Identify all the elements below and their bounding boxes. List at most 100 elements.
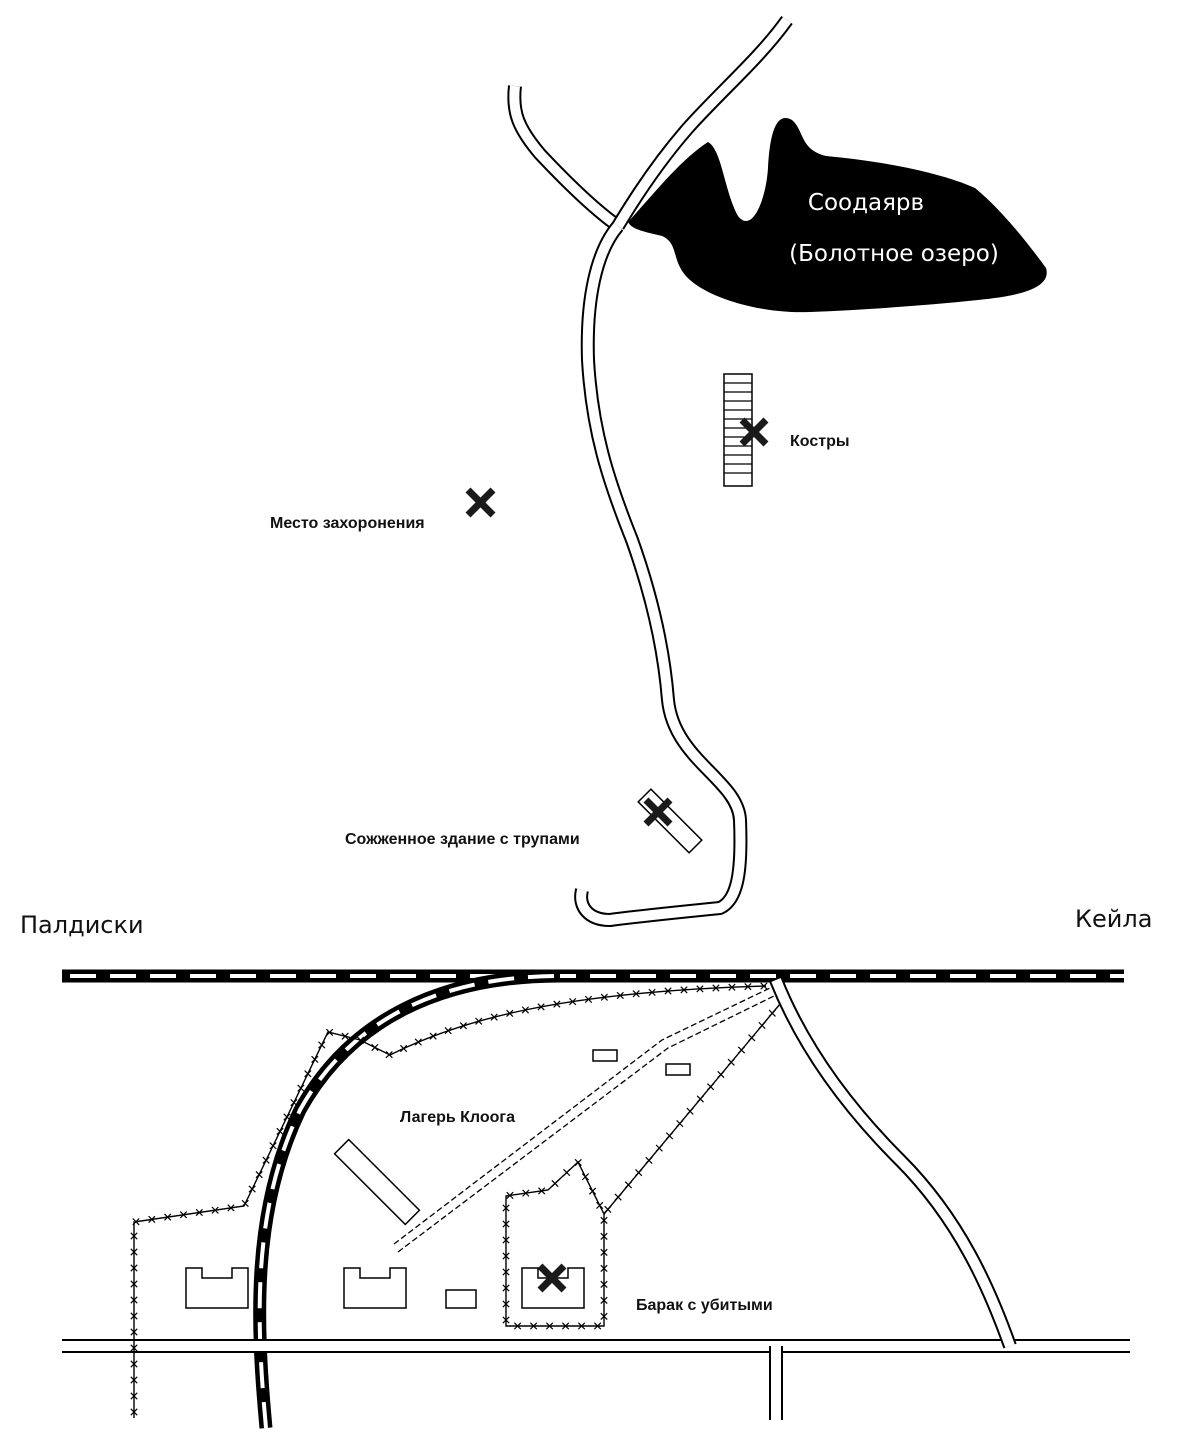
fence-barb [502,1220,510,1228]
burned-building-label: Сожженное здание с трупами [345,831,580,848]
fence-barb [276,1127,284,1136]
fence-barb [696,1095,704,1103]
fence-barb [604,1205,612,1214]
road-south [62,977,1130,1420]
fence-barb [596,1201,604,1210]
fence-barb [680,986,688,994]
fence-barb [665,1132,674,1140]
fence-barb [164,1213,172,1221]
town-paldiski: Палдиски [20,911,144,939]
fence-barb [600,1216,608,1225]
fence-barb [283,1113,291,1121]
fence-barb [600,1312,608,1321]
fence-barb [569,997,577,1006]
fence-barb [648,988,656,996]
road-north [507,15,793,927]
burned-building-cross-x-icon [643,797,673,827]
railway-branch [253,969,561,1429]
camp-path [393,987,775,1253]
fence-barb [227,1204,235,1212]
fence-barb [341,1032,349,1040]
fence-barbs [130,982,776,1416]
fence-barb [132,1218,140,1226]
fence-barb [529,1322,538,1330]
fence-barb [211,1206,219,1214]
pyres-stack [723,373,753,487]
barrack-cross-x-icon [537,1263,567,1293]
fence-barb [130,1344,138,1352]
fence-barb [655,1144,663,1152]
fence-barb [538,1187,546,1195]
fence-barb [588,1187,597,1195]
barbed-wire-fence [133,985,781,1418]
fence-barb [632,990,640,998]
fence-barb [717,1070,725,1079]
fence-barb [130,1328,138,1336]
fence-barb [444,1027,452,1035]
fence-barb [768,1009,776,1017]
fence-barb [676,1119,684,1128]
fence-barb [624,1181,633,1189]
fence-barb [502,1284,510,1292]
fence-barb [760,982,768,990]
fence-barb [600,1296,608,1305]
fence-barb [577,1322,586,1330]
fence-barb [130,1312,138,1320]
fence-barb [522,1189,530,1197]
fence-barb [593,1322,602,1330]
camp-label: Лагерь Клоога [400,1109,515,1126]
fence-barb [325,1028,334,1037]
fence-barb [130,1376,138,1384]
fence-barb [502,1268,510,1276]
fence-barb [255,1170,263,1179]
fence-barb [399,1044,408,1053]
fence-barb [148,1215,156,1224]
fence-barb [502,1204,510,1212]
barrack-label: Барак с убитыми [636,1297,773,1314]
fence-barb [475,1017,483,1025]
pyres-label: Костры [790,433,850,450]
burial-label: Место захоронения [270,515,425,532]
fence-barb [553,1000,561,1008]
fence-barb [414,1038,422,1046]
fence-barb [758,1021,766,1030]
fence-barb [707,1083,715,1091]
fence-barb [130,1408,138,1416]
fence-barb [130,1264,138,1272]
fence-barb [712,984,720,992]
fence-barb [502,1300,510,1308]
fence-barb [371,1043,379,1052]
fence-barb [600,1232,608,1241]
fence-barb [318,1041,326,1049]
fence-barb [429,1032,437,1040]
fence-barb [248,1185,256,1193]
fence-barb [616,991,624,1000]
camp-buildings [185,1049,691,1309]
fence-barb [537,1003,545,1011]
lake-name: Соодаярв [808,190,924,216]
fence-barb [574,1158,582,1167]
fence-barb [262,1156,270,1164]
fence-barb [563,1168,571,1177]
fence-barb [356,1036,365,1044]
pyres-cross-x-icon [739,417,769,447]
fence-barb [744,982,752,991]
fence-barb [600,993,608,1001]
fence-barb [664,987,672,995]
lake-soodajarv [628,118,1047,313]
fence-barb [179,1211,188,1219]
fence-barb [645,1156,653,1164]
fence-barb [502,1316,510,1324]
fence-barb [195,1208,203,1217]
fence-barb [506,1009,514,1017]
fence-barb [728,983,736,991]
fence-barb [513,1322,522,1330]
fence-barb [727,1058,735,1066]
town-keila: Кейла [1075,905,1152,933]
fence-barb [521,1006,530,1014]
fence-barb [696,985,704,993]
burial-cross-x-icon [465,487,496,518]
fence-barb [614,1193,622,1201]
